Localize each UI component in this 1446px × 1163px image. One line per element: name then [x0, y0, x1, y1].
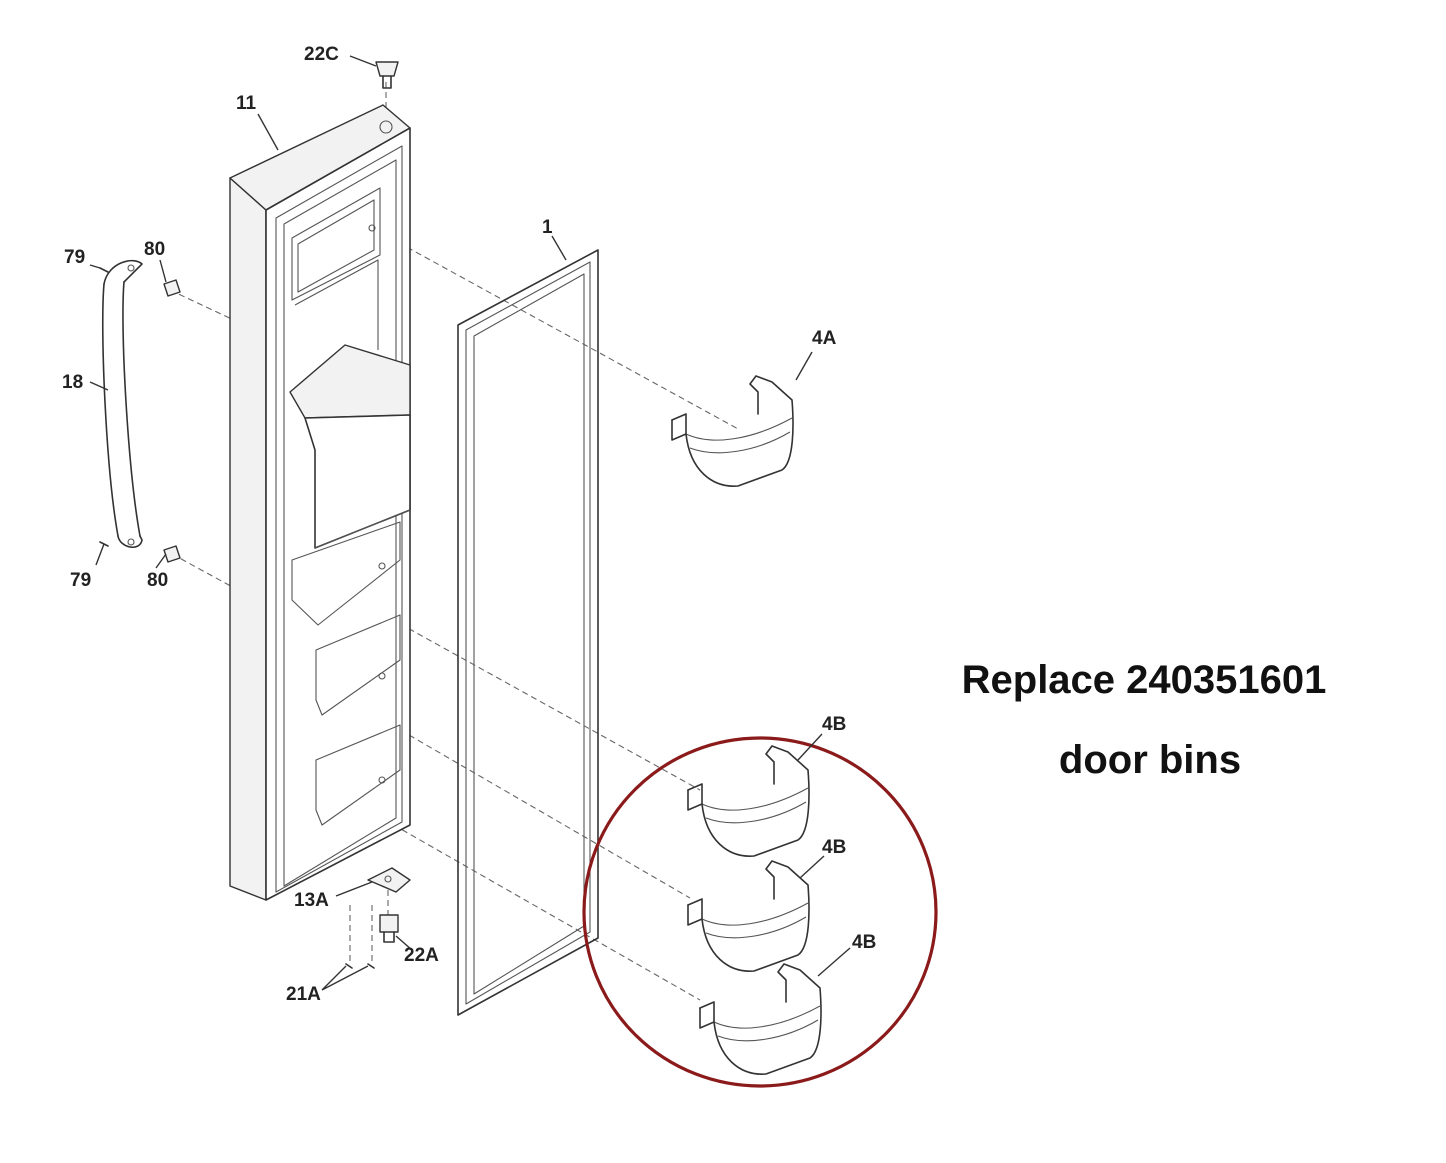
- label-22c: 22C: [304, 44, 339, 65]
- label-79-bottom: 79: [70, 570, 91, 591]
- bottom-hinge-assembly: [345, 867, 411, 969]
- door-handle: [101, 259, 143, 548]
- label-13a: 13A: [294, 890, 329, 911]
- door-gasket: [457, 249, 599, 1016]
- label-4b-1: 4B: [822, 714, 846, 735]
- door-bin-4a: [671, 375, 794, 487]
- label-22a: 22A: [404, 945, 439, 966]
- leader-lines: [89, 55, 851, 991]
- screws-and-plugs: [99, 267, 181, 563]
- label-4a: 4A: [812, 328, 837, 349]
- highlight-circle: [582, 736, 938, 1088]
- note-line-2: door bins: [1059, 738, 1241, 782]
- label-21a: 21A: [286, 984, 321, 1005]
- replacement-note: Replace 240351601 door bins: [962, 658, 1327, 782]
- label-4b-2: 4B: [822, 837, 846, 858]
- refrigerator-door: [229, 104, 411, 901]
- label-80-bottom: 80: [147, 570, 168, 591]
- top-hinge-pin: [375, 61, 399, 89]
- label-18: 18: [62, 372, 83, 393]
- label-80-top: 80: [144, 239, 165, 260]
- label-1: 1: [542, 217, 553, 238]
- label-4b-3: 4B: [852, 932, 876, 953]
- part-labels: 22C 11 1 79 80 18 79 80 4A 4B 4B 4B 13A …: [62, 44, 876, 1005]
- label-79-top: 79: [64, 247, 85, 268]
- label-11: 11: [236, 93, 257, 114]
- note-line-1: Replace 240351601: [962, 658, 1327, 702]
- door-bin-4b-2: [687, 860, 810, 972]
- door-bin-4b-3: [699, 963, 822, 1075]
- door-bin-4b-1: [687, 745, 810, 857]
